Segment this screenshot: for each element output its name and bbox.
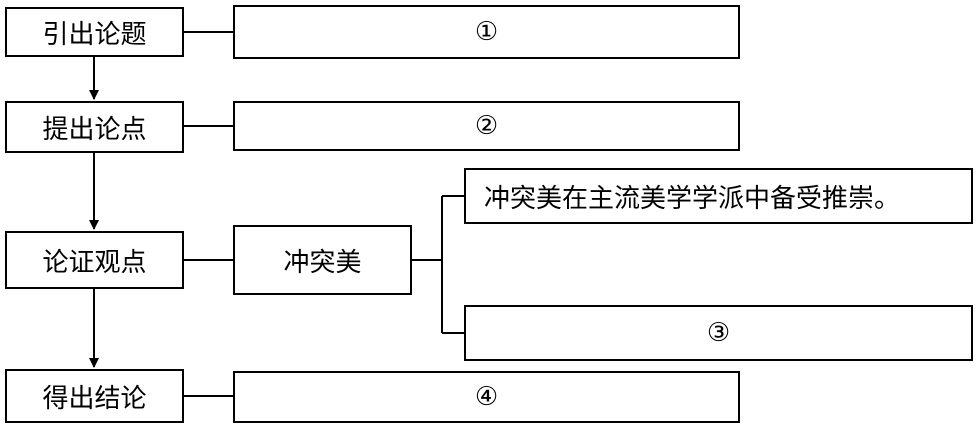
step-box-3: 论证观点 <box>5 231 184 289</box>
middle-box: 冲突美 <box>233 225 412 295</box>
step-box-4: 得出结论 <box>5 369 184 423</box>
branch-box-1: 冲突美在主流美学学派中备受推崇。 <box>464 168 973 224</box>
content-box-4: ④ <box>233 371 740 423</box>
step-box-1: 引出论题 <box>5 7 184 57</box>
content-box-1: ① <box>233 5 740 59</box>
step-box-2: 提出论点 <box>5 101 184 153</box>
content-box-2: ② <box>233 101 740 151</box>
branch-box-2: ③ <box>464 305 973 361</box>
